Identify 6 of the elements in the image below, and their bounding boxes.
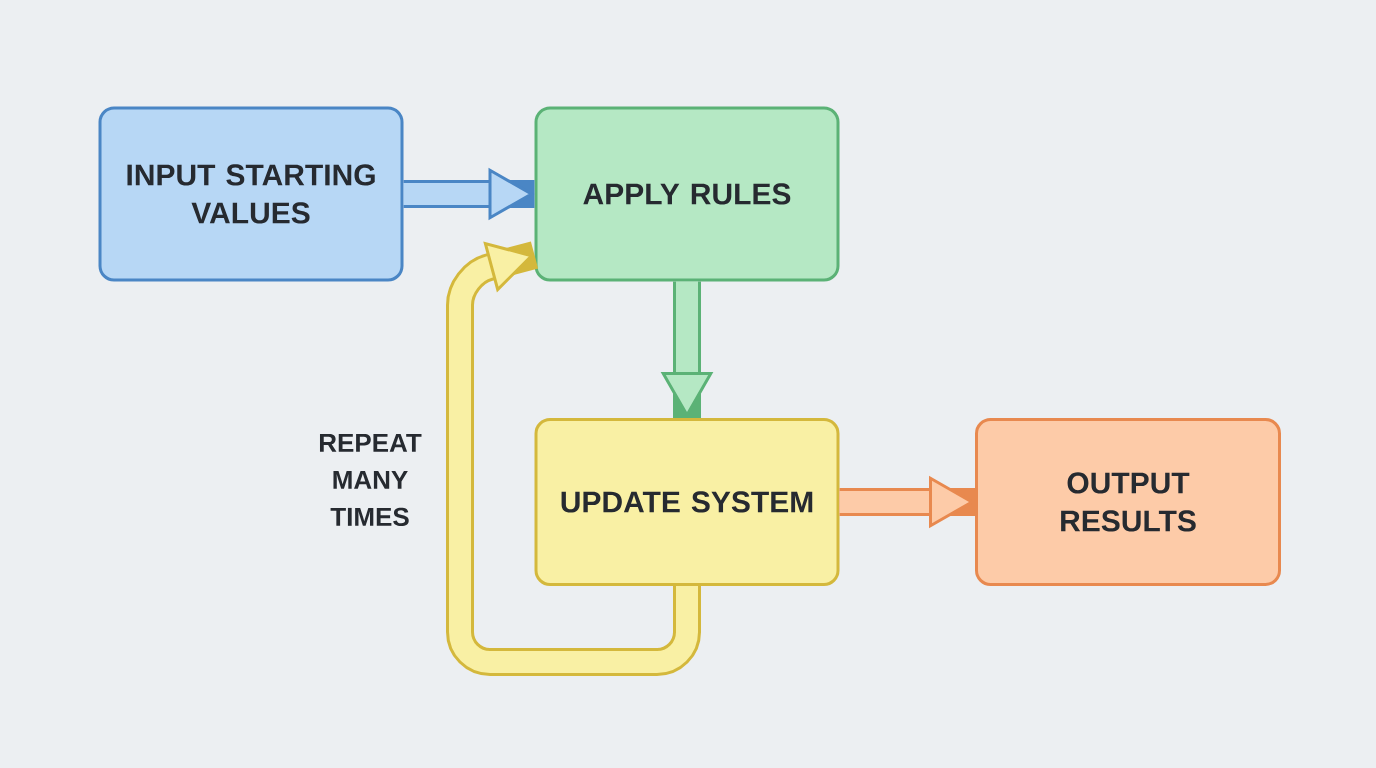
edge-label: REPEAT MANY TIMES <box>320 433 422 527</box>
arrow <box>446 241 701 676</box>
process-box: OUTPUT RESULTS <box>975 418 1281 586</box>
process-box: INPUT STARTING VALUES <box>98 106 404 282</box>
process-box: UPDATE SYSTEM <box>534 418 840 586</box>
process-box: APPLY RULES <box>534 106 840 282</box>
